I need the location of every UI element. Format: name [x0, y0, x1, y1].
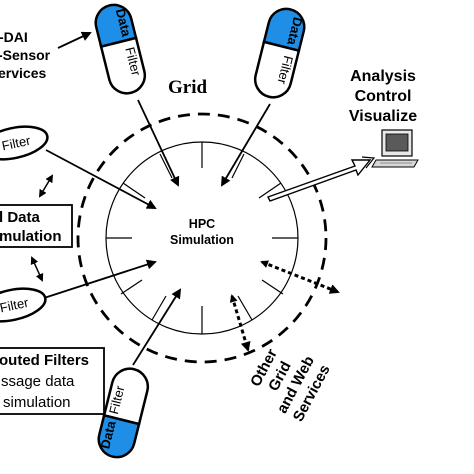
capsule-filter-text: Filter — [274, 54, 296, 86]
capsule-filter-text: Filter — [122, 46, 144, 78]
hpc-label: HPC — [189, 217, 215, 231]
visualize-label: Visualize — [349, 108, 417, 125]
top-left-text-1: -DAI — [0, 29, 28, 45]
capsule-data-segment — [262, 7, 306, 53]
analysis-link-arrow — [267, 156, 376, 202]
data-simulation-box — [0, 204, 73, 248]
other-services-dotted-arrow-down — [229, 294, 251, 352]
capsule-data-segment — [94, 3, 138, 49]
filter-capsule-left-upper: Filter — [0, 125, 49, 161]
capsule-data-text: Data — [284, 16, 306, 48]
capsule-data-segment — [97, 413, 141, 459]
capsule-filter-segment — [102, 367, 150, 426]
capsule-filter-segment — [99, 36, 147, 95]
distributed-filters-text-2: ssage data — [1, 373, 75, 390]
distributed-filters-text-3: simulation — [3, 394, 71, 411]
bidir-arrow-left-lower — [30, 256, 44, 282]
dai-to-capsule-arrow — [57, 31, 92, 49]
hpc-simulation-label: Simulation — [170, 233, 234, 247]
control-label: Control — [355, 88, 412, 105]
computer-monitor-icon — [371, 129, 419, 168]
filter-capsule-left-lower: Filter — [0, 287, 47, 323]
grid-label: Grid — [168, 77, 207, 98]
data-flow-arrows — [43, 99, 271, 366]
capsule-filter-segment — [253, 40, 301, 99]
bidir-arrow-left-upper — [38, 174, 54, 198]
data-simulation-text-1: l Data — [0, 209, 41, 226]
data-simulation-text-2: mulation — [0, 228, 62, 245]
grid-boundary-circle — [76, 112, 328, 364]
capsule-data-text: Data — [97, 419, 119, 451]
capsule-data-text: Data — [113, 7, 135, 39]
capsule-filter-text: Filter — [0, 295, 30, 316]
filter-capsule-top: Data Filter — [94, 3, 147, 95]
capsule-filter-text: Filter — [0, 133, 32, 154]
top-left-text-3: ervices — [0, 65, 46, 81]
filter-capsule-top-right: Data Filter — [253, 7, 306, 99]
other-services-label: Other Grid and Web Services — [247, 346, 334, 424]
distributed-filters-text-1: outed Filters — [0, 352, 89, 369]
analysis-label: Analysis — [350, 68, 416, 85]
top-left-text-2: -Sensor — [0, 47, 51, 63]
filter-capsule-bottom: Filter Data — [97, 367, 150, 459]
capsule-filter-text: Filter — [106, 383, 128, 415]
inner-spokes — [106, 142, 298, 334]
distributed-filters-box — [0, 347, 105, 415]
